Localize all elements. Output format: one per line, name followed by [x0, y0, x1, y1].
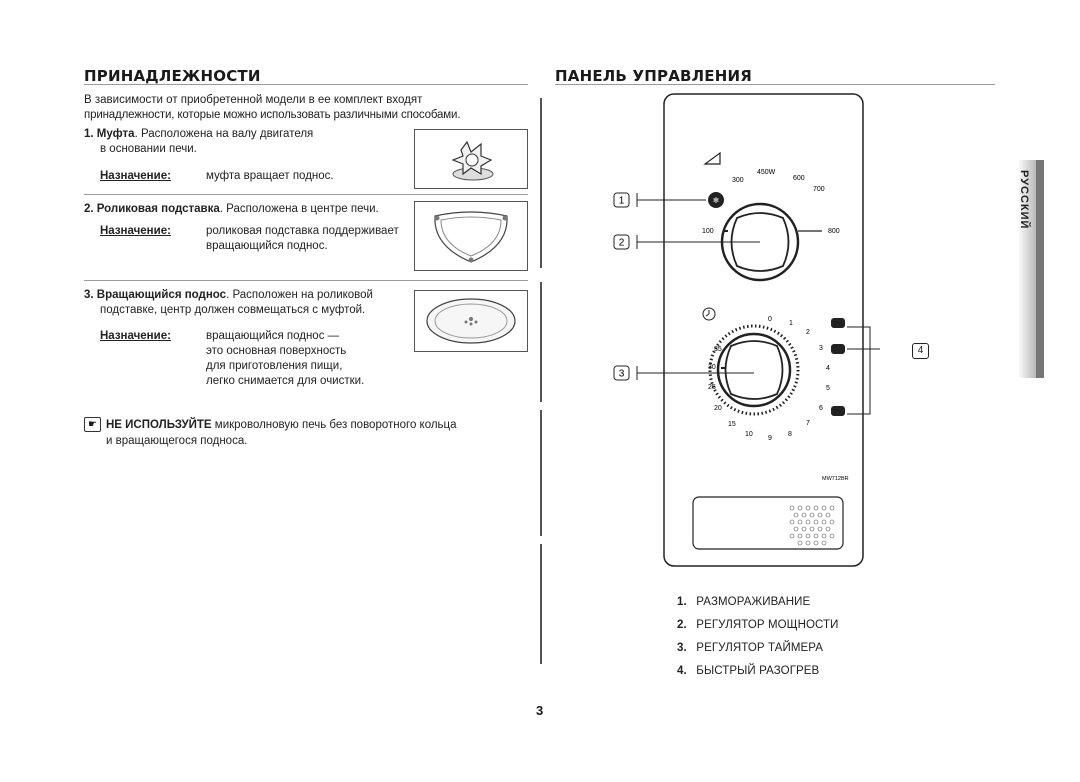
roller-ring-image	[414, 201, 528, 271]
panel-legend: 1. РАЗМОРАЖИВАНИЕ 2. РЕГУЛЯТОР МОЩНОСТИ …	[677, 591, 839, 683]
turntable-image	[414, 290, 528, 352]
quick-reheat-icon	[831, 318, 845, 416]
timer-label: 35	[714, 346, 722, 353]
timer-label: 10	[745, 431, 753, 438]
coupler-image	[414, 129, 528, 189]
power-symbol-icon	[703, 151, 721, 165]
speaker-grille	[789, 505, 835, 546]
timer-label: 6	[819, 405, 823, 412]
purpose-text: роликовая подставка поддерживает вращающ…	[206, 225, 399, 252]
column-divider	[540, 98, 542, 268]
control-panel-heading: ПАНЕЛЬ УПРАВЛЕНИЯ	[555, 67, 752, 85]
purpose-text: муфта вращает поднос.	[206, 170, 334, 182]
column-divider	[540, 410, 542, 536]
timer-label: 3	[819, 345, 823, 352]
item-divider-1	[84, 194, 528, 195]
warning-note: НЕ ИСПОЛЬЗУЙТЕ микроволновую печь без по…	[106, 419, 457, 431]
column-divider	[540, 282, 542, 402]
timer-label: 4	[826, 365, 830, 372]
purpose-label: Назначение:	[100, 330, 171, 342]
control-panel-svg: 300 450W 600 700 100 800 ❄ 0 1 2 3 4 5 6	[613, 93, 910, 567]
display-window	[692, 496, 844, 550]
power-label: 300	[732, 177, 744, 184]
pointing-hand-icon: ☛	[84, 417, 101, 432]
callout-4-box: 4	[912, 343, 929, 359]
purpose-text: вращающийся поднос — это основная поверх…	[206, 330, 365, 387]
item-roller-ring: 2. Роликовая подставка. Расположена в це…	[84, 203, 379, 215]
turntable-icon	[426, 298, 516, 344]
callout-2: 2	[619, 238, 625, 249]
timer-knob	[708, 324, 800, 416]
warning-note-line2: и вращающегося подноса.	[106, 435, 248, 447]
callout-3: 3	[619, 369, 625, 380]
item-divider-2	[84, 280, 528, 281]
svg-text:❄: ❄	[713, 196, 720, 205]
timer-label: 15	[728, 421, 736, 428]
item-coupler: 1. Муфта. Расположена на валу двигателя …	[84, 127, 404, 157]
power-label: 600	[793, 175, 805, 182]
intro-line-1: В зависимости от приобретенной модели в …	[84, 94, 423, 106]
power-label: 700	[813, 186, 825, 193]
clock-icon	[702, 307, 716, 321]
control-panel-figure: 300 450W 600 700 100 800 ❄ 0 1 2 3 4 5 6	[600, 92, 910, 572]
page-number: 3	[536, 703, 544, 718]
language-tab	[1006, 160, 1044, 378]
column-divider	[540, 544, 542, 664]
timer-label: 20	[714, 405, 722, 412]
heading-rule-left	[84, 84, 528, 85]
purpose-label: Назначение:	[100, 225, 171, 237]
heading-rule-right	[555, 84, 995, 85]
timer-label: 30	[708, 364, 716, 371]
power-label: 800	[828, 228, 840, 235]
intro-line-2: принадлежности, которые можно использова…	[84, 109, 461, 121]
item-number: 1.	[84, 128, 94, 140]
power-label: 450W	[757, 169, 776, 176]
callout-4: 4	[917, 345, 924, 356]
item-desc-cont: в основании печи.	[100, 143, 197, 155]
timer-label: 5	[826, 385, 830, 392]
coupler-icon	[451, 140, 494, 181]
timer-label: 25	[708, 384, 716, 391]
timer-label: 1	[789, 320, 793, 327]
model-label: MW712BR	[822, 476, 849, 482]
roller-ring-icon	[434, 211, 508, 263]
timer-label: 2	[806, 329, 810, 336]
power-label: 100	[702, 228, 714, 235]
language-tab-label: РУССКИЙ	[1018, 170, 1030, 230]
callout-1: 1	[619, 196, 625, 207]
purpose-label: Назначение:	[100, 170, 171, 182]
item-name: Муфта	[96, 128, 135, 140]
legend-item-1: 1. РАЗМОРАЖИВАНИЕ	[677, 596, 811, 608]
timer-label: 9	[768, 435, 772, 442]
accessories-heading: ПРИНАДЛЕЖНОСТИ	[84, 67, 261, 85]
defrost-icon: ❄	[708, 192, 724, 208]
timer-label: 7	[806, 420, 810, 427]
item-turntable: 3. Вращающийся поднос. Расположен на рол…	[84, 289, 373, 316]
item-desc: . Расположена на валу двигателя	[134, 128, 314, 140]
legend-item-3: 3. РЕГУЛЯТОР ТАЙМЕРА	[677, 642, 824, 654]
legend-item-2: 2. РЕГУЛЯТОР МОЩНОСТИ	[677, 619, 839, 631]
timer-label: 8	[788, 431, 792, 438]
timer-label: 0	[768, 316, 772, 323]
legend-item-4: 4. БЫСТРЫЙ РАЗОГРЕВ	[677, 665, 820, 677]
